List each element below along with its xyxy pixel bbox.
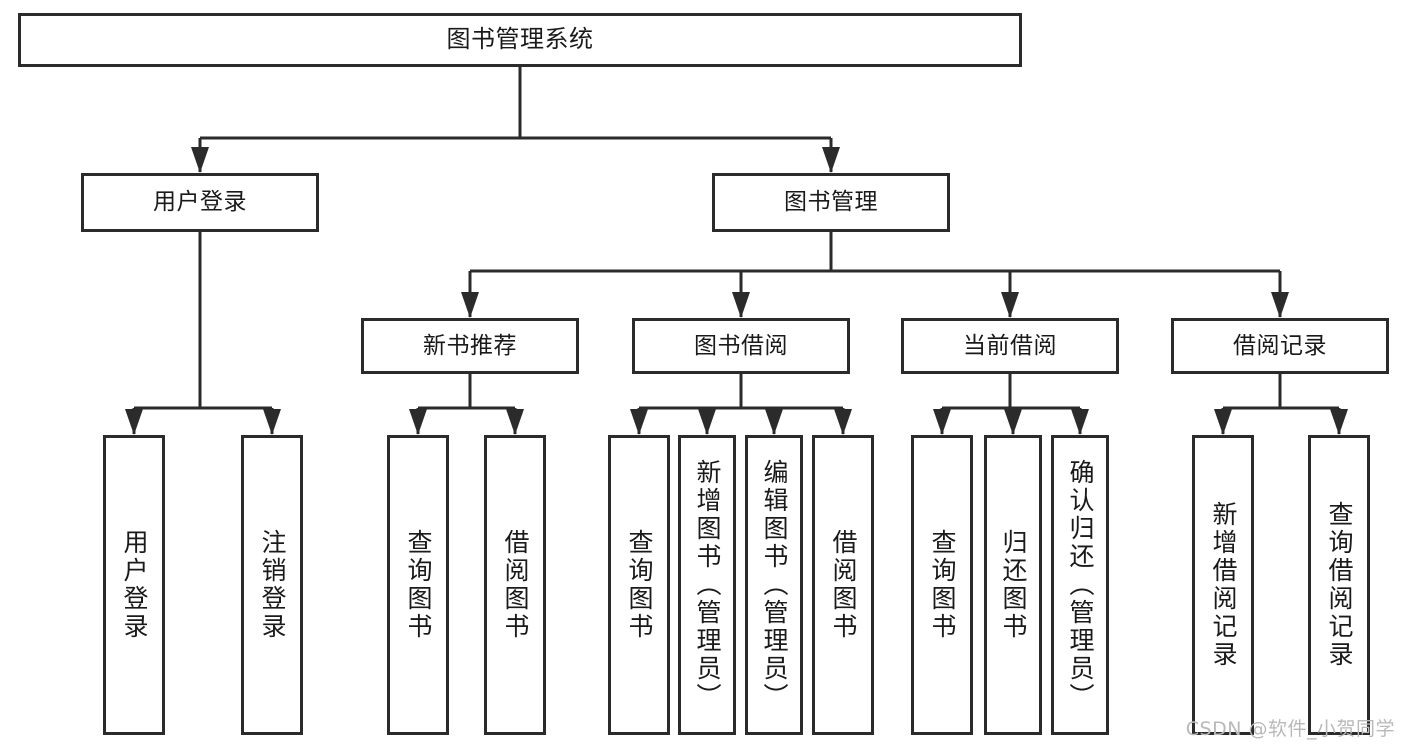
node-leaf-bk-add[interactable]: 新增图书（管理员）	[678, 435, 736, 735]
node-label: 查询图书	[404, 529, 433, 641]
arrowhead-icon-root-0	[191, 147, 209, 173]
node-label: 新增借阅记录	[1209, 501, 1238, 669]
node-label: 查询图书	[625, 529, 654, 641]
node-label: 确认归还（管理员）	[1066, 459, 1095, 711]
arrowhead-icon-bookmgmt-0	[461, 292, 479, 318]
node-label: 新书推荐	[423, 332, 517, 359]
node-leaf-bk-query[interactable]: 查询图书	[608, 435, 670, 735]
arrowhead-icon-records-0	[1214, 409, 1232, 435]
node-leaf-nb-query[interactable]: 查询图书	[387, 435, 449, 735]
arrowhead-icon-bookmgmt-1	[732, 292, 750, 318]
node-label: 编辑图书（管理员）	[760, 459, 789, 711]
arrowhead-icon-borrow-2	[765, 409, 783, 435]
node-login[interactable]: 用户登录	[81, 173, 319, 232]
node-label: 注销登录	[258, 529, 287, 641]
node-leaf-bk-borrow[interactable]: 借阅图书	[812, 435, 874, 735]
node-leaf-nb-borrow[interactable]: 借阅图书	[484, 435, 546, 735]
node-borrow[interactable]: 图书借阅	[632, 318, 850, 374]
node-label: 当前借阅	[963, 332, 1057, 359]
csdn-watermark: CSDN @软件_小贺同学	[1185, 718, 1395, 740]
node-label: 查询图书	[928, 529, 957, 641]
arrowhead-icon-login-0	[125, 409, 143, 435]
arrowhead-icon-current-1	[1004, 409, 1022, 435]
arrowhead-icon-current-2	[1071, 409, 1089, 435]
node-records[interactable]: 借阅记录	[1171, 318, 1389, 374]
node-current[interactable]: 当前借阅	[901, 318, 1119, 374]
arrowhead-icon-bookmgmt-3	[1271, 292, 1289, 318]
node-leaf-user-logout[interactable]: 注销登录	[241, 435, 303, 735]
node-label: 新增图书（管理员）	[693, 459, 722, 711]
arrowhead-icon-root-1	[822, 147, 840, 173]
arrowhead-icon-login-1	[263, 409, 281, 435]
arrowhead-icon-borrow-1	[698, 409, 716, 435]
node-leaf-cur-confirm[interactable]: 确认归还（管理员）	[1051, 435, 1109, 735]
arrowhead-icon-borrow-0	[630, 409, 648, 435]
node-leaf-cur-return[interactable]: 归还图书	[984, 435, 1042, 735]
node-newbook[interactable]: 新书推荐	[361, 318, 579, 374]
node-label: 图书借阅	[694, 332, 788, 359]
node-label: 用户登录	[120, 529, 149, 641]
node-label: 借阅图书	[501, 529, 530, 641]
node-leaf-rec-query[interactable]: 查询借阅记录	[1308, 435, 1370, 735]
node-label: 归还图书	[999, 529, 1028, 641]
arrowhead-icon-bookmgmt-2	[1001, 292, 1019, 318]
arrowhead-icon-borrow-3	[834, 409, 852, 435]
node-label: 图书管理系统	[446, 25, 594, 54]
node-leaf-rec-add[interactable]: 新增借阅记录	[1192, 435, 1254, 735]
node-label: 图书管理	[784, 189, 878, 216]
node-label: 查询借阅记录	[1325, 501, 1354, 669]
arrowhead-icon-current-0	[933, 409, 951, 435]
node-leaf-user-login[interactable]: 用户登录	[103, 435, 165, 735]
arrowhead-icon-records-1	[1330, 409, 1348, 435]
node-root[interactable]: 图书管理系统	[18, 13, 1022, 67]
node-label: 用户登录	[153, 189, 247, 216]
arrowhead-icon-newbook-0	[409, 409, 427, 435]
node-label: 借阅记录	[1233, 332, 1327, 359]
node-bookmgmt[interactable]: 图书管理	[712, 173, 950, 232]
arrowhead-icon-newbook-1	[506, 409, 524, 435]
node-leaf-bk-edit[interactable]: 编辑图书（管理员）	[745, 435, 803, 735]
node-label: 借阅图书	[829, 529, 858, 641]
node-leaf-cur-query[interactable]: 查询图书	[911, 435, 973, 735]
